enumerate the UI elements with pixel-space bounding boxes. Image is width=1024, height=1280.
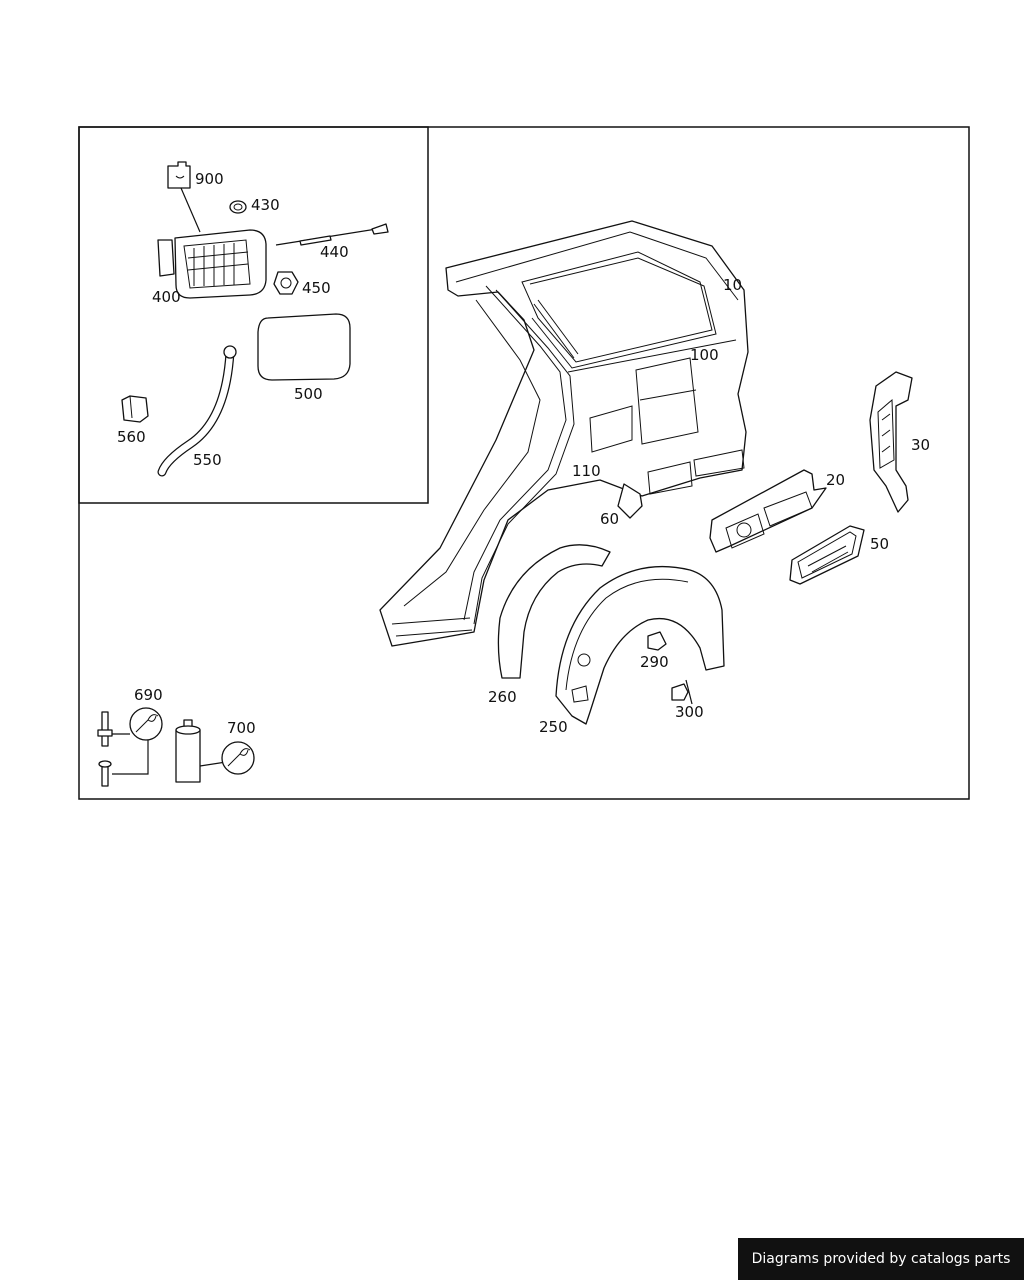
label-30: 30 [911,436,930,454]
part-300-expanding-rivet[interactable] [671,679,693,705]
part-50-gasket[interactable] [789,525,865,585]
label-260: 260 [488,688,517,706]
part-60-trim[interactable] [617,483,643,519]
label-290: 290 [640,653,669,671]
part-250-wheel-arch-liner[interactable] [555,565,725,725]
label-700: 700 [227,719,256,737]
part-690-bolts[interactable] [97,707,163,787]
label-110: 110 [572,462,601,480]
label-430: 430 [251,196,280,214]
label-560: 560 [117,428,146,446]
label-250: 250 [539,718,568,736]
part-450-bump-stop[interactable] [273,271,299,295]
part-500-fuel-door[interactable] [257,313,351,381]
wrench-icon [129,707,163,741]
inset-frame [78,126,429,504]
label-60: 60 [600,510,619,528]
label-300: 300 [675,703,704,721]
wrench-icon [221,741,255,775]
label-400: 400 [152,288,181,306]
part-440-cable[interactable] [275,223,389,246]
label-500: 500 [294,385,323,403]
part-700-adhesive-cartridge[interactable] [175,719,255,783]
part-550-drain-hose[interactable] [157,345,237,477]
part-10-side-wall[interactable] [379,220,749,647]
part-30-tail-light-bracket[interactable] [869,371,913,513]
label-50: 50 [870,535,889,553]
part-900-label-tag[interactable] [167,161,201,233]
part-560-clip[interactable] [121,395,149,423]
label-690: 690 [134,686,163,704]
part-430-grommet[interactable] [229,200,247,214]
label-900: 900 [195,170,224,188]
part-20-reinforcement[interactable] [709,469,827,553]
label-440: 440 [320,243,349,261]
part-290-clip[interactable] [647,631,667,651]
part-260-wheel-arch-flare[interactable] [497,544,611,679]
label-10: 10 [723,276,742,294]
label-100: 100 [690,346,719,364]
part-400-fuel-filler-housing[interactable] [157,229,267,299]
credit-banner: Diagrams provided by catalogs parts [738,1238,1024,1280]
label-20: 20 [826,471,845,489]
label-550: 550 [193,451,222,469]
label-450: 450 [302,279,331,297]
